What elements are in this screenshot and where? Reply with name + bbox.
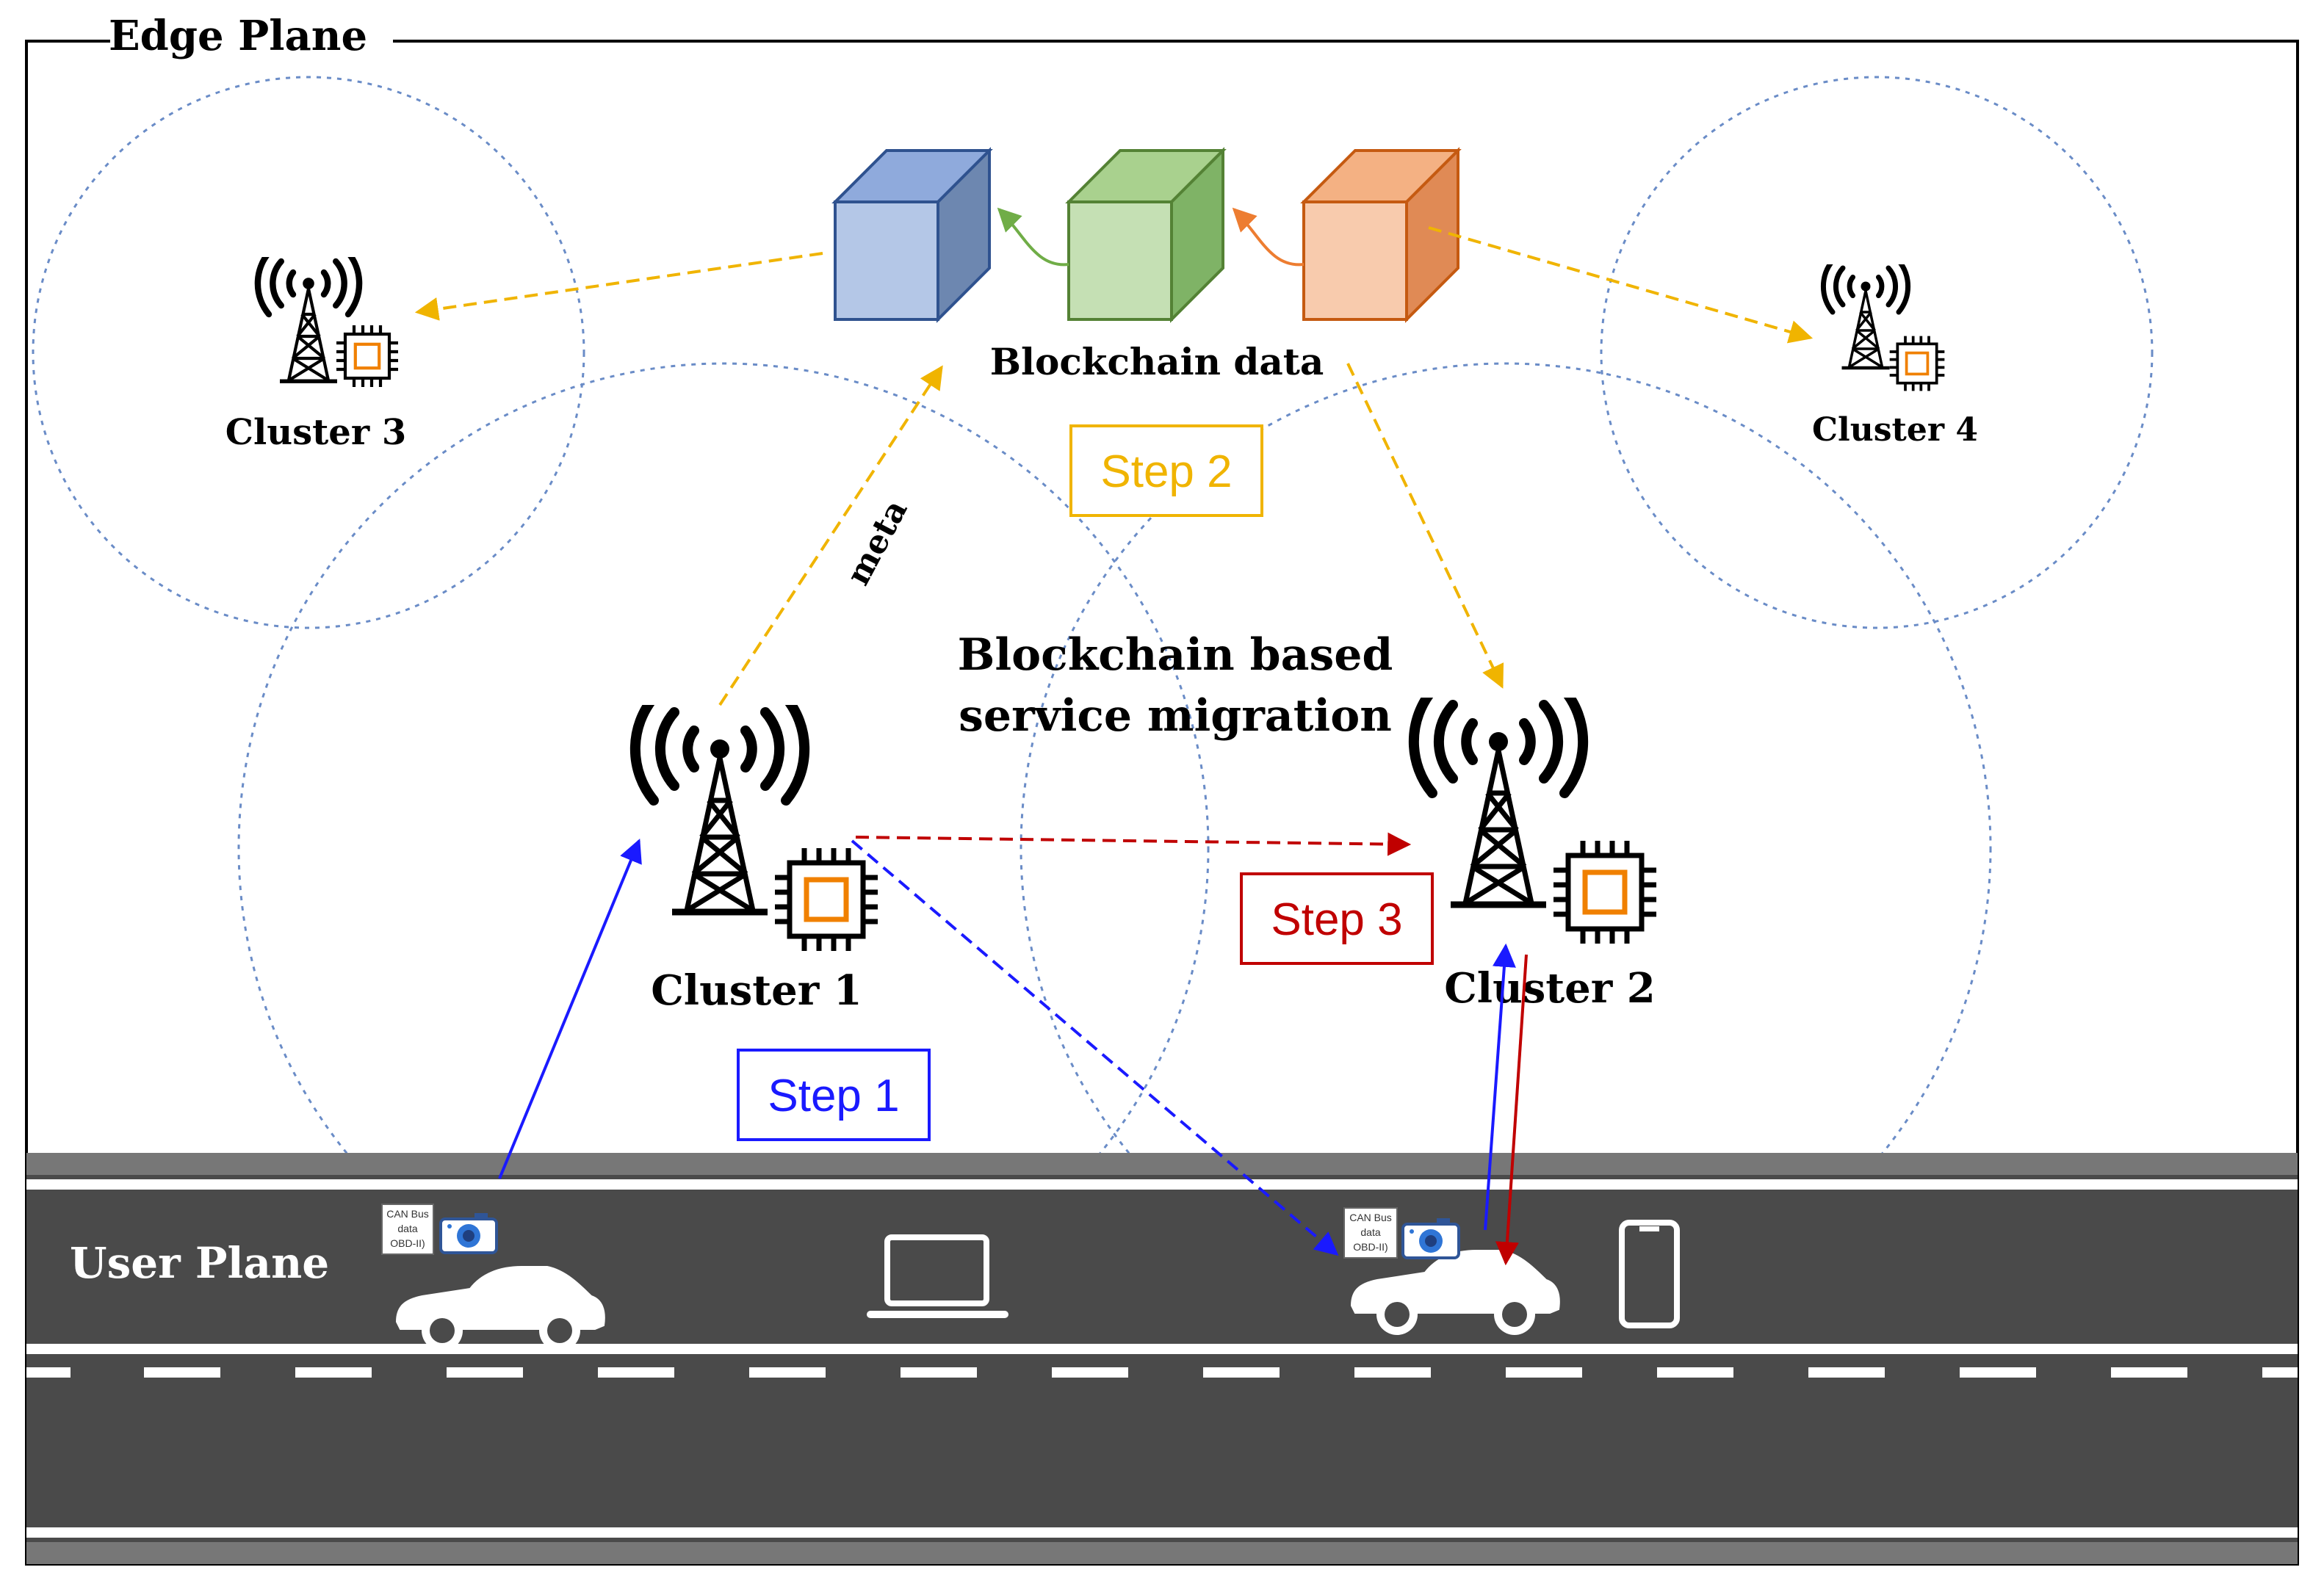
green-block [1065, 147, 1227, 323]
blockchain-to-cluster3-arrow [414, 252, 823, 321]
step-2-box: Step 2 [1069, 424, 1263, 517]
can-bus-badge-1: CAN Bus data OBD-II) [381, 1204, 434, 1255]
can-bus-1-line1: CAN Bus [386, 1208, 429, 1220]
cluster-2-chip-icon [1553, 841, 1656, 944]
cluster-4-label: Cluster 4 [1812, 411, 1978, 449]
blockchain-data-label: Blockchain data [990, 340, 1324, 383]
camera-2-icon [1401, 1217, 1460, 1259]
edge-plane-title: Edge Plane [109, 12, 367, 60]
cluster-4-chip-icon [1888, 334, 1946, 393]
blockchain-blocks [831, 147, 1462, 323]
cluster-3-chip-icon [336, 325, 398, 387]
step1-uplink-arrow [498, 839, 642, 1179]
step-3-label: Step 3 [1271, 894, 1402, 945]
can-bus-badge-2: CAN Bus data OBD-II) [1343, 1207, 1398, 1259]
blockchain-to-cluster2-arrow [1346, 363, 1504, 689]
step-3-box: Step 3 [1240, 872, 1434, 965]
step3-migration-arrow [855, 832, 1412, 856]
laptop-icon [884, 1234, 989, 1306]
orange-to-green-link [1232, 207, 1304, 267]
cluster2-to-car2-arrow [1495, 954, 1528, 1266]
cluster-3-coverage [32, 76, 585, 629]
step-1-label: Step 1 [768, 1071, 899, 1121]
step1-handover-arrow [851, 839, 1339, 1256]
vehicle-2: CAN Bus data OBD-II) [1343, 1207, 1560, 1336]
can-bus-2-line2: data [1360, 1226, 1380, 1238]
cluster-1-node [635, 698, 878, 951]
cluster-3-node [258, 253, 398, 387]
car2-to-cluster2-arrow [1484, 943, 1516, 1231]
cluster-4-coverage [1600, 76, 2154, 629]
step-1-box: Step 1 [737, 1049, 931, 1141]
migration-label-line2: service migration [959, 690, 1392, 742]
cluster-4-node [1823, 261, 1946, 393]
cluster-2-label: Cluster 2 [1444, 964, 1656, 1013]
cluster-1-chip-icon [775, 848, 878, 951]
green-to-blue-link [997, 207, 1069, 267]
blue-block [831, 147, 993, 323]
road [26, 1153, 2298, 1564]
arrows [414, 226, 1814, 1266]
step-2-label: Step 2 [1100, 446, 1232, 497]
can-bus-2-line3: OBD-II) [1353, 1241, 1387, 1253]
laptop [867, 1234, 1008, 1318]
orange-block [1300, 147, 1462, 323]
smartphone-icon [1619, 1220, 1680, 1328]
user-plane-title: User Plane [70, 1238, 329, 1288]
migration-label-line1: Blockchain based [958, 629, 1393, 681]
blockchain-to-cluster4-arrow [1428, 226, 1814, 344]
cluster-2-node [1414, 690, 1656, 944]
meta-to-blockchain-arrow [718, 365, 943, 706]
can-bus-2-line1: CAN Bus [1349, 1212, 1392, 1223]
can-bus-1-line3: OBD-II) [390, 1237, 425, 1249]
smartphone [1619, 1220, 1680, 1328]
lane-dashes [26, 1367, 2298, 1378]
camera-1-icon [439, 1212, 498, 1254]
cluster-3-label: Cluster 3 [225, 412, 406, 453]
vehicle-1: CAN Bus data OBD-II) [381, 1204, 605, 1352]
cluster-1-label: Cluster 1 [651, 966, 862, 1015]
can-bus-1-line2: data [397, 1223, 417, 1234]
